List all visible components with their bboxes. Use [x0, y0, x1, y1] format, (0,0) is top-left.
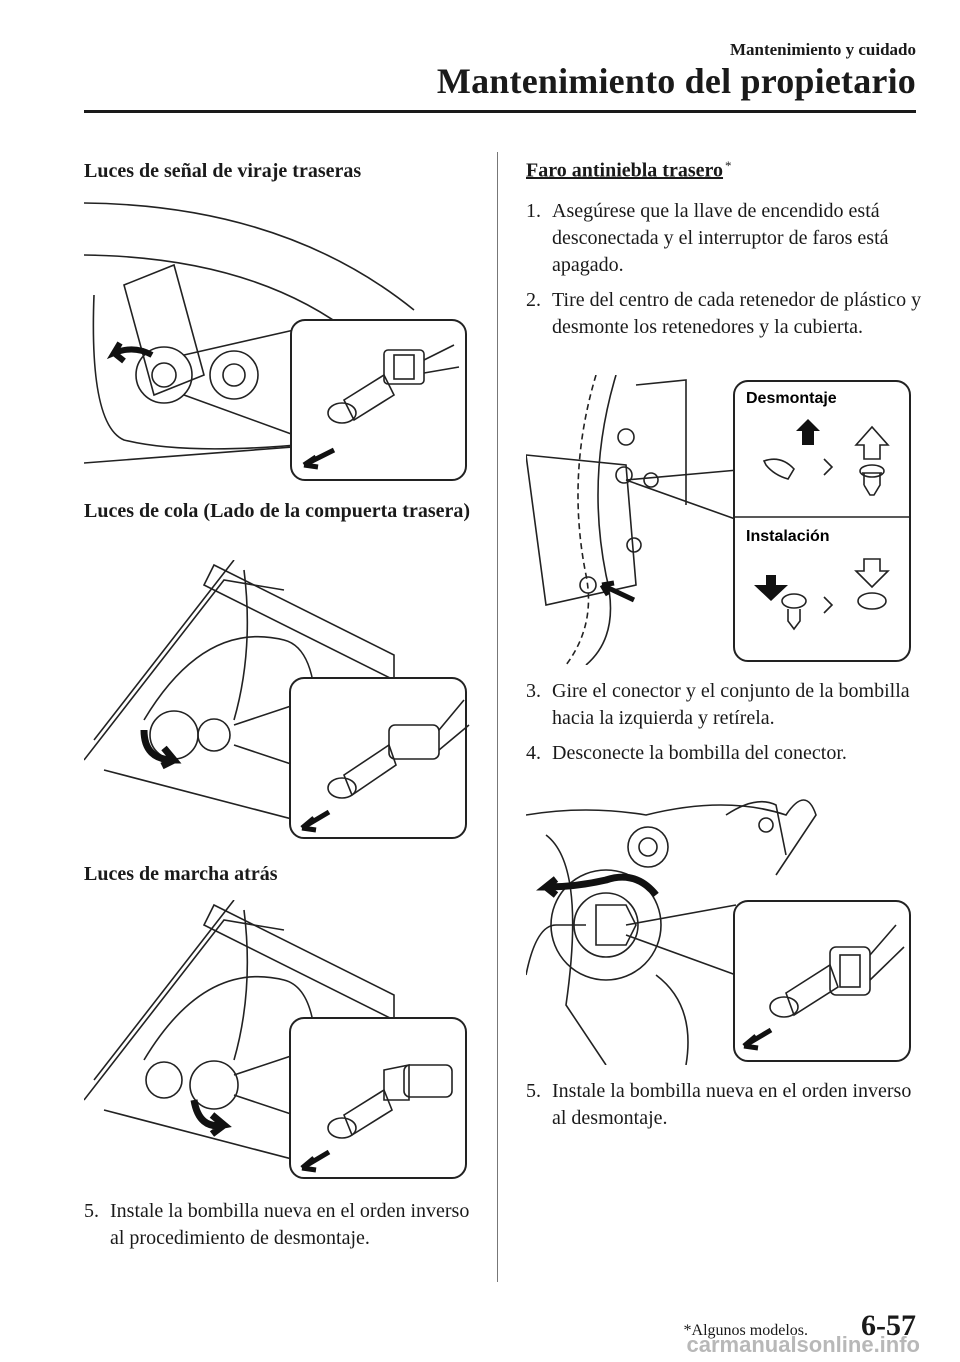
right-step-4: 4. Desconecte la bombilla del conector.: [526, 740, 926, 767]
rear-turn-signal-figure: [84, 195, 474, 485]
section-title: Mantenimiento y cuidado: [729, 40, 916, 59]
fog-bulb-figure: [526, 775, 916, 1065]
rear-turn-signal-heading: Luces de señal de viraje traseras: [84, 160, 362, 182]
step-text: Desconecte la bombilla del conector.: [552, 742, 847, 764]
left-step-5: 5. Instale la bombilla nueva en el orden…: [84, 1198, 484, 1252]
right-step-2: 2. Tire del centro de cada retenedor de …: [526, 287, 926, 341]
column-divider: [497, 152, 498, 1282]
reverse-light-heading: Luces de marcha atrás: [84, 863, 278, 885]
footnote: *Algunos modelos.: [683, 1322, 808, 1339]
step-number: 4.: [526, 742, 541, 764]
right-step-5: 5. Instale la bombilla nueva en el orden…: [526, 1078, 926, 1132]
reverse-light-figure: [84, 900, 474, 1180]
rear-fog-heading: Faro antiniebla trasero*: [526, 158, 732, 182]
step-number: 3.: [526, 680, 541, 702]
step-text: Instale la bombilla nueva en el orden in…: [110, 1200, 470, 1249]
step-text: Tire del centro de cada retenedor de plá…: [552, 289, 922, 338]
installation-label: Instalación: [746, 528, 830, 545]
step-number: 2.: [526, 289, 541, 311]
rear-fog-title: Faro antiniebla trasero: [526, 159, 724, 182]
step-number: 5.: [526, 1080, 541, 1102]
right-step-3: 3. Gire el conector y el conjunto de la …: [526, 678, 926, 732]
right-step-1: 1. Asegúrese que la llave de encendido e…: [526, 198, 926, 279]
tail-light-figure: [84, 560, 474, 850]
step-text: Instale la bombilla nueva en el orden in…: [552, 1080, 912, 1129]
retainer-figure: Desmontaje Instalación: [526, 375, 916, 665]
step-number: 1.: [526, 200, 541, 222]
page-number: 6-57: [861, 1309, 916, 1342]
tail-light-heading: Luces de cola (Lado de la compuerta tras…: [84, 500, 471, 522]
watermark: carmanualsonline.info: [686, 1332, 921, 1357]
models-star: *: [725, 158, 732, 173]
removal-label: Desmontaje: [746, 390, 837, 407]
chapter-title: Mantenimiento del propietario: [436, 61, 916, 101]
step-text: Gire el conector y el conjunto de la bom…: [552, 680, 910, 729]
step-number: 5.: [84, 1200, 99, 1222]
header-rule: [84, 110, 916, 113]
step-text: Asegúrese que la llave de encendido está…: [552, 200, 889, 276]
